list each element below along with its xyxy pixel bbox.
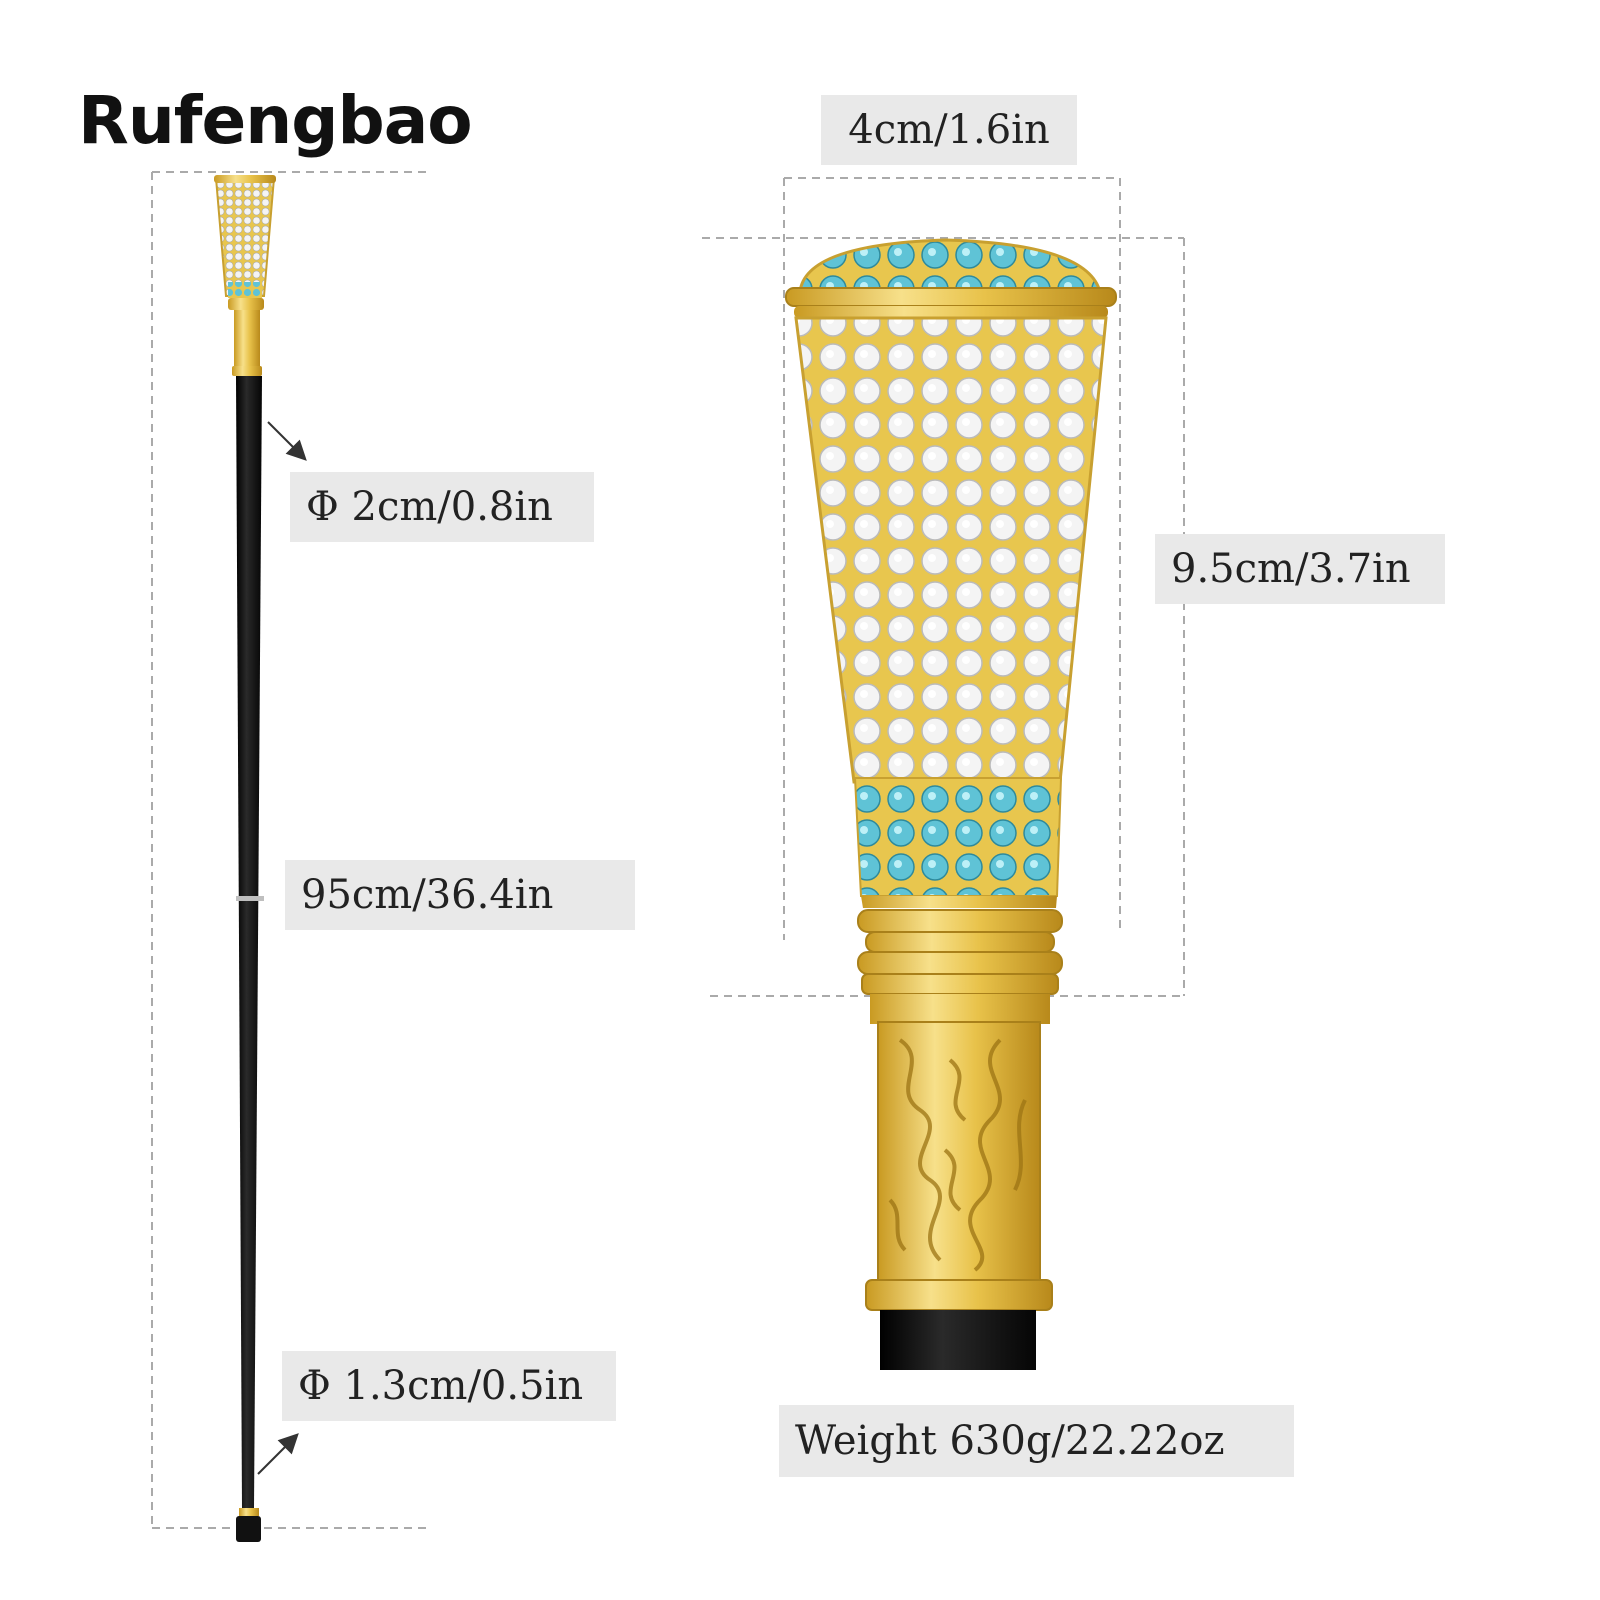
brand-logo-text: Rufengbao xyxy=(78,82,473,159)
handle-closeup xyxy=(702,177,1185,1370)
shaft-bottom-diameter-label: Φ 1.3cm/0.5in xyxy=(282,1351,616,1421)
total-length-label: 95cm/36.4in xyxy=(285,860,635,930)
handle-width-label: 4cm/1.6in xyxy=(821,95,1077,165)
weight-label: Weight 630g/22.22oz xyxy=(779,1405,1294,1477)
full-cane xyxy=(151,171,432,1542)
shaft-top-diameter-label: Φ 2cm/0.8in xyxy=(290,472,594,542)
handle-height-label: 9.5cm/3.7in xyxy=(1155,534,1445,604)
